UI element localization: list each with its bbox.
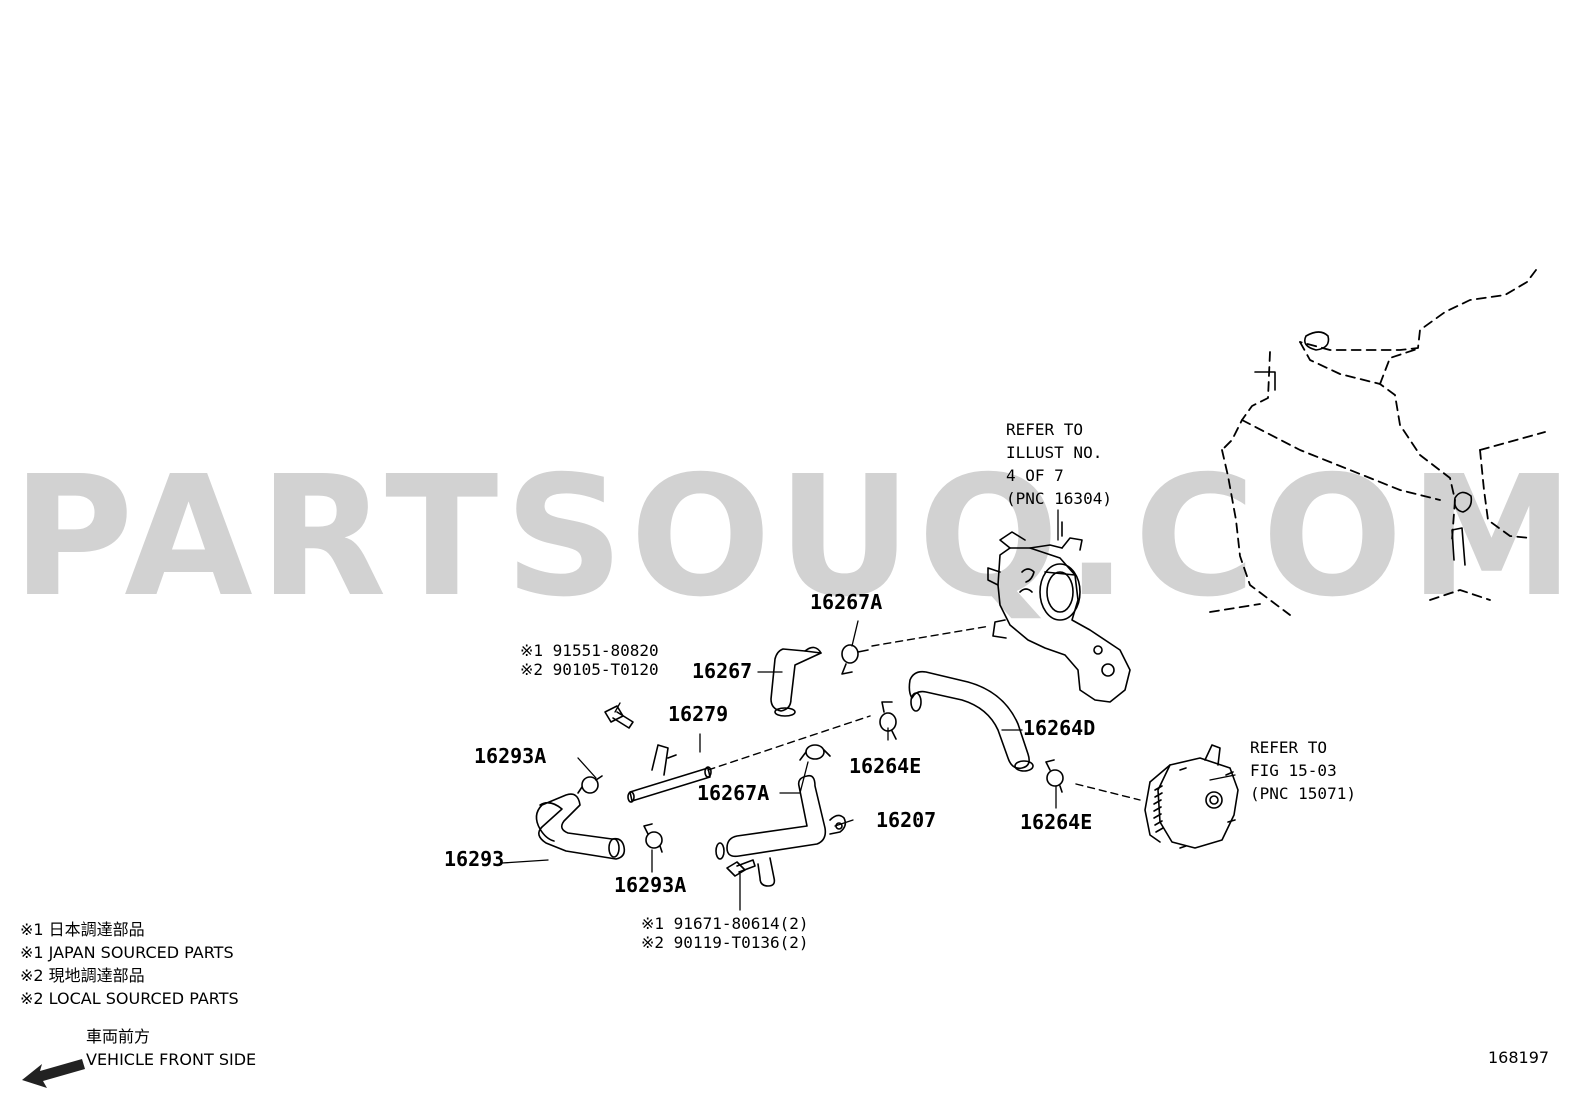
ref-fig-line2: FIG 15-03 xyxy=(1250,761,1337,780)
watermark: PARTSOUQ.COM xyxy=(11,441,1581,634)
part-label-16264D[interactable]: 16264D xyxy=(1023,716,1096,740)
part-label-16293[interactable]: 16293 xyxy=(444,847,505,871)
clamp-16293A-bottom xyxy=(643,823,663,853)
vehicle-front-jp: 車両前方 xyxy=(86,1027,151,1046)
part-label-16264E-right[interactable]: 16264E xyxy=(1020,810,1093,834)
ref-illust-line2: ILLUST NO. xyxy=(1006,443,1103,462)
part-label-16267[interactable]: 16267 xyxy=(692,659,753,683)
legend-line4: ※2 LOCAL SOURCED PARTS xyxy=(20,989,239,1008)
clamp-16267A-mid xyxy=(799,744,831,761)
oil-cooler-assembly xyxy=(1144,744,1239,849)
figure-number: 168197 xyxy=(1488,1048,1550,1067)
clamp-16264E-right xyxy=(1045,759,1064,793)
bolt-bottom-part-numbers: ※1 91671-80614(2) ※2 90119-T0136(2) xyxy=(641,914,809,952)
ref-fig-note: REFER TO FIG 15-03 (PNC 15071) xyxy=(1250,736,1356,805)
vehicle-front-label: 車両前方 VEHICLE FRONT SIDE xyxy=(86,1025,256,1071)
ref-illust-note: REFER TO ILLUST NO. 4 OF 7 (PNC 16304) xyxy=(1006,418,1112,510)
part-label-16279[interactable]: 16279 xyxy=(668,702,729,726)
part-label-16264E-mid[interactable]: 16264E xyxy=(849,754,922,778)
bolt-bottom xyxy=(726,859,756,877)
ref-fig-line1: REFER TO xyxy=(1250,738,1328,757)
ref-illust-line1: REFER TO xyxy=(1006,420,1084,439)
connection-lines xyxy=(707,625,1141,801)
vehicle-front-arrow-icon xyxy=(22,1059,85,1088)
bolt-bottom-pn2[interactable]: ※2 90119-T0136(2) xyxy=(641,933,809,952)
part-label-16293A-bottom[interactable]: 16293A xyxy=(614,873,687,897)
hose-16293 xyxy=(535,793,626,860)
ref-fig-line3: (PNC 15071) xyxy=(1250,784,1356,803)
part-label-16293A-left[interactable]: 16293A xyxy=(474,744,547,768)
clamp-16293A-left xyxy=(577,775,603,794)
bolt-bottom-pn1[interactable]: ※1 91671-80614(2) xyxy=(641,914,809,933)
legend-line3: ※2 現地調達部品 xyxy=(20,966,145,985)
part-label-16267A-top[interactable]: 16267A xyxy=(810,590,883,614)
water-outlet-housing xyxy=(987,521,1131,703)
legend-line1: ※1 日本調達部品 xyxy=(20,920,145,939)
hose-16264D xyxy=(908,670,1034,772)
bolt-top-pn2[interactable]: ※2 90105-T0120 xyxy=(520,660,659,679)
bolt-top-part-numbers: ※1 91551-80820 ※2 90105-T0120 xyxy=(520,641,659,679)
bolt-top xyxy=(604,705,634,729)
part-label-16207[interactable]: 16207 xyxy=(876,808,937,832)
bolt-top-pn1[interactable]: ※1 91551-80820 xyxy=(520,641,659,660)
part-label-16267A-mid[interactable]: 16267A xyxy=(697,781,770,805)
ref-illust-line4: (PNC 16304) xyxy=(1006,489,1112,508)
leader-lines xyxy=(501,509,1236,911)
clamp-16267A-top xyxy=(841,644,869,675)
legend-line2: ※1 JAPAN SOURCED PARTS xyxy=(20,943,234,962)
engine-block-outline xyxy=(1209,269,1546,616)
ref-illust-line3: 4 OF 7 xyxy=(1006,466,1064,485)
pipe-16279 xyxy=(627,744,712,803)
hose-16267 xyxy=(770,646,822,717)
sourcing-legend: ※1 日本調達部品 ※1 JAPAN SOURCED PARTS ※2 現地調達… xyxy=(20,918,239,1010)
vehicle-front-en: VEHICLE FRONT SIDE xyxy=(86,1050,257,1069)
engine-block-solid xyxy=(1254,331,1473,566)
